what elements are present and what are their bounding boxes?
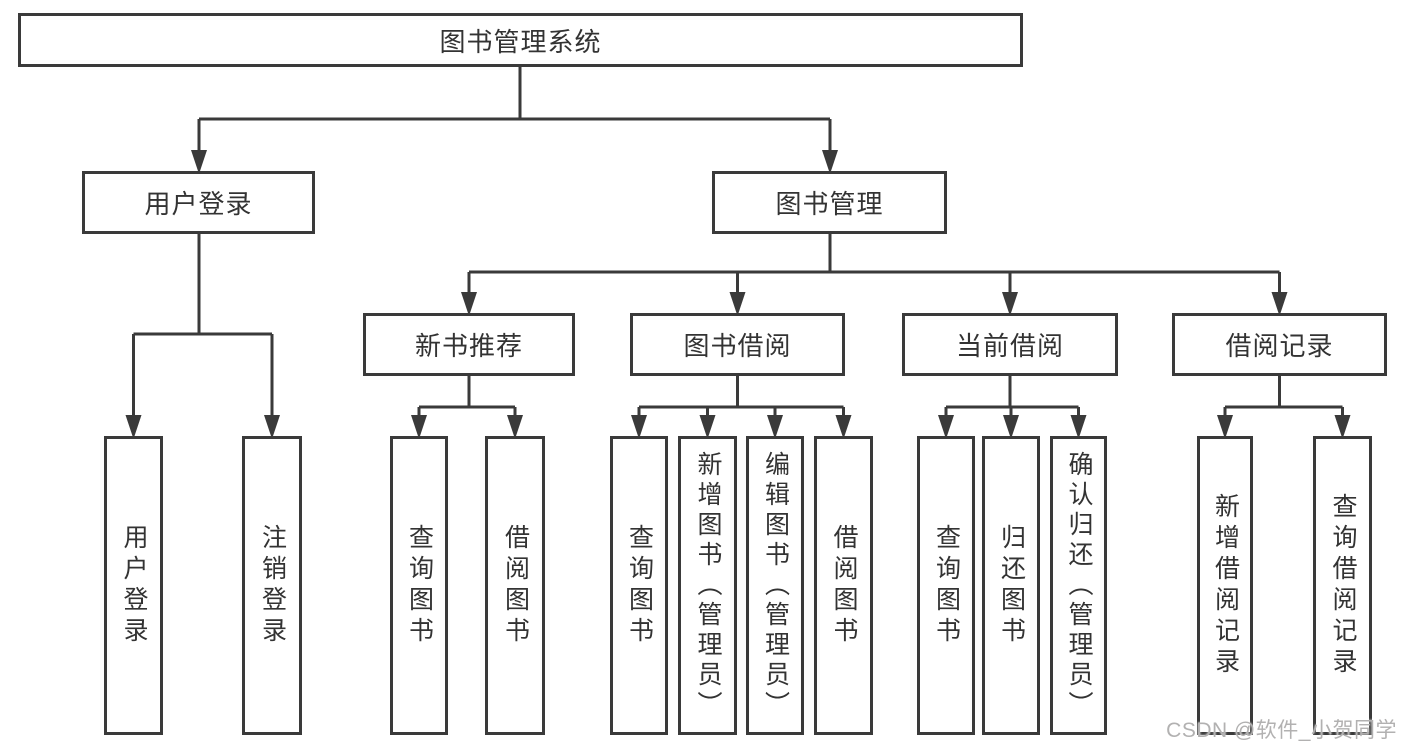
csdn-watermark: CSDN @软件_小贺同学 — [1166, 719, 1397, 742]
node-current-borrow-label: 当前借阅 — [955, 331, 1064, 361]
node-book-management: 图书管理 — [712, 171, 947, 234]
leaf-borrow-book-recommend: 借阅图书 — [485, 436, 545, 735]
leaf-query-borrow-record-label: 查询借阅记录 — [1329, 492, 1357, 679]
leaf-logout-label: 注销登录 — [258, 523, 287, 648]
leaf-borrow-book-label: 借阅图书 — [830, 523, 858, 648]
node-borrow-record-label: 借阅记录 — [1225, 331, 1334, 361]
leaf-add-borrow-record: 新增借阅记录 — [1197, 436, 1253, 735]
node-borrow-record: 借阅记录 — [1172, 313, 1387, 376]
leaf-user-login: 用户登录 — [104, 436, 163, 735]
node-new-book-recommend-label: 新书推荐 — [414, 331, 523, 361]
leaf-confirm-return-admin-label: 确认归还（管理员） — [1065, 450, 1093, 721]
node-root-label: 图书管理系统 — [439, 26, 602, 57]
leaf-query-book-borrow: 查询图书 — [610, 436, 668, 735]
leaf-borrow-book-recommend-label: 借阅图书 — [501, 523, 530, 648]
leaf-logout: 注销登录 — [242, 436, 302, 735]
leaf-borrow-book: 借阅图书 — [814, 436, 873, 735]
node-user-login-label: 用户登录 — [144, 189, 253, 219]
leaf-query-book-current: 查询图书 — [917, 436, 975, 735]
leaf-query-borrow-record: 查询借阅记录 — [1313, 436, 1372, 735]
node-root: 图书管理系统 — [18, 13, 1023, 67]
leaf-return-book-label: 归还图书 — [997, 523, 1026, 648]
node-book-borrow-label: 图书借阅 — [683, 331, 792, 361]
leaf-add-borrow-record-label: 新增借阅记录 — [1211, 492, 1240, 679]
leaf-user-login-label: 用户登录 — [120, 523, 148, 648]
leaf-query-book-recommend-label: 查询图书 — [405, 523, 434, 648]
leaf-return-book: 归还图书 — [982, 436, 1040, 735]
leaf-add-book-admin-label: 新增图书（管理员） — [694, 450, 722, 721]
node-book-management-label: 图书管理 — [775, 189, 884, 219]
leaf-query-book-borrow-label: 查询图书 — [625, 523, 654, 648]
leaf-confirm-return-admin: 确认归还（管理员） — [1050, 436, 1107, 735]
leaf-query-book-current-label: 查询图书 — [932, 523, 961, 648]
leaf-query-book-recommend: 查询图书 — [390, 436, 448, 735]
leaf-add-book-admin: 新增图书（管理员） — [678, 436, 737, 735]
node-book-borrow: 图书借阅 — [630, 313, 845, 376]
node-user-login: 用户登录 — [82, 171, 315, 234]
leaf-edit-book-admin: 编辑图书（管理员） — [746, 436, 804, 735]
node-current-borrow: 当前借阅 — [902, 313, 1118, 376]
leaf-edit-book-admin-label: 编辑图书（管理员） — [761, 450, 790, 721]
node-new-book-recommend: 新书推荐 — [363, 313, 575, 376]
